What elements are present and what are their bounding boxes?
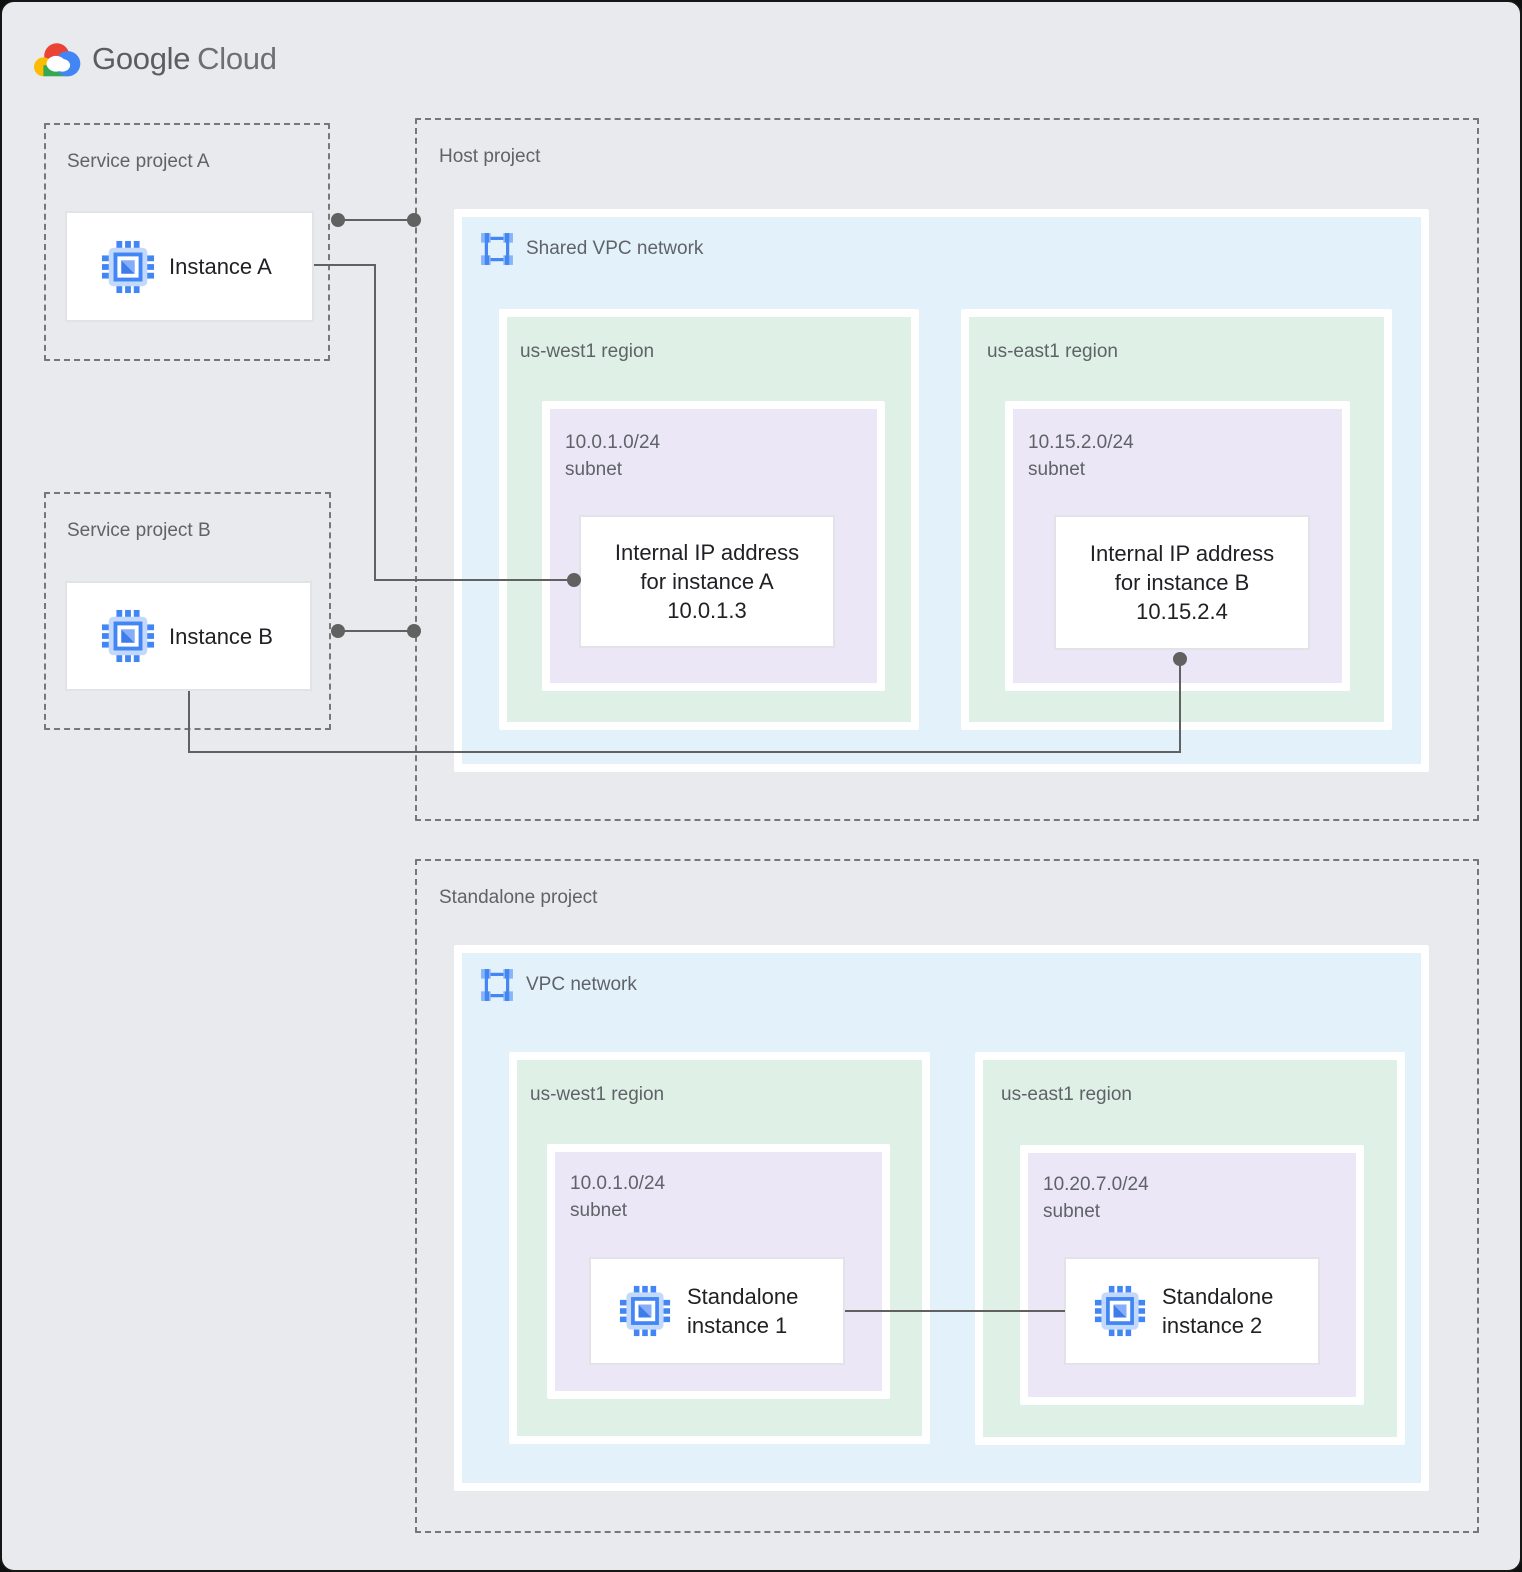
connector-instance-a-seg1 [314, 264, 376, 266]
connector-instance-b-seg1 [188, 691, 190, 753]
ip-card-a-line2: for instance A [640, 569, 774, 594]
standalone-project-title: Standalone project [439, 887, 598, 908]
standalone-region-us-east1-label: us-east1 region [1001, 1084, 1132, 1105]
host-region-us-east1-label: us-east1 region [987, 341, 1118, 362]
connection-dot [407, 213, 421, 227]
subnet-word: subnet [1028, 459, 1086, 480]
shared-vpc-network-header: Shared VPC network [480, 232, 703, 266]
host-subnet-us-east1-label: 10.15.2.0/24 subnet [1028, 429, 1134, 483]
google-cloud-icon [34, 43, 81, 77]
connection-dot [407, 624, 421, 638]
compute-instance-icon [619, 1285, 671, 1337]
connector-instance-b-seg3 [1179, 658, 1181, 753]
standalone-instance-2-label: Standalone instance 2 [1162, 1282, 1273, 1340]
service-project-b-title: Service project B [67, 520, 211, 541]
standalone-instance-2-line2: instance 2 [1162, 1313, 1263, 1338]
subnet-cidr: 10.0.1.0/24 [570, 1173, 666, 1194]
host-region-us-west1-label: us-west1 region [520, 341, 655, 362]
subnet-word: subnet [1043, 1201, 1101, 1222]
ip-card-b-line1: Internal IP address [1089, 541, 1275, 566]
host-project-box: Host project [415, 118, 1479, 821]
standalone-subnet-us-west1-label: 10.0.1.0/24 subnet [570, 1170, 665, 1224]
subnet-cidr: 10.15.2.0/24 [1028, 432, 1134, 453]
host-project-title: Host project [439, 146, 541, 167]
vpc-network-icon [481, 969, 513, 1001]
compute-instance-icon [1094, 1285, 1146, 1337]
service-project-a-title: Service project A [67, 151, 210, 172]
vpc-network-header: VPC network [480, 968, 637, 1002]
service-project-a-box: Service project A [44, 123, 330, 361]
connector-instance-b-seg2 [188, 751, 1181, 753]
instance-a-label: Instance A [169, 254, 272, 279]
vpc-network-icon [481, 233, 513, 265]
standalone-project-box: Standalone project [415, 859, 1479, 1533]
ip-card-a-line3: 10.0.1.3 [667, 598, 747, 623]
subnet-word: subnet [565, 459, 623, 480]
internal-ip-card-a: Internal IP address for instance A 10.0.… [579, 515, 835, 648]
logo-text-cloud: Cloud [197, 41, 277, 76]
connector-service-a-host [338, 219, 415, 221]
subnet-word: subnet [570, 1200, 628, 1221]
internal-ip-card-b: Internal IP address for instance B 10.15… [1054, 515, 1310, 650]
subnet-cidr: 10.0.1.0/24 [565, 432, 661, 453]
connection-dot [331, 624, 345, 638]
standalone-instance-1-line2: instance 1 [687, 1313, 788, 1338]
logo-text-google: Google [92, 41, 191, 76]
standalone-instance-2-card: Standalone instance 2 [1064, 1257, 1320, 1365]
standalone-region-us-west1-label: us-west1 region [530, 1084, 665, 1105]
ip-card-a-line1: Internal IP address [614, 540, 800, 565]
service-project-b-box: Service project B [44, 492, 331, 730]
vpc-network-label: VPC network [526, 974, 637, 995]
shared-vpc-network-label: Shared VPC network [526, 238, 704, 259]
compute-instance-icon [101, 240, 155, 293]
instance-a-card: Instance A [65, 211, 314, 322]
connector-standalone-instances [845, 1310, 1065, 1312]
connection-dot [331, 213, 345, 227]
connector-instance-a-seg3 [374, 579, 574, 581]
standalone-instance-1-line1: Standalone [687, 1284, 799, 1309]
standalone-instance-1-label: Standalone instance 1 [687, 1282, 798, 1340]
ip-card-b-line3: 10.15.2.4 [1136, 599, 1228, 624]
connector-service-b-host [338, 630, 415, 632]
ip-card-b-line2: for instance B [1114, 570, 1250, 595]
standalone-subnet-us-east1-label: 10.20.7.0/24 subnet [1043, 1171, 1149, 1225]
standalone-instance-2-line1: Standalone [1162, 1284, 1274, 1309]
connection-dot [567, 573, 581, 587]
standalone-instance-1-card: Standalone instance 1 [589, 1257, 845, 1365]
instance-b-card: Instance B [65, 581, 312, 691]
instance-b-label: Instance B [169, 623, 273, 649]
connection-dot [1173, 652, 1187, 666]
compute-instance-icon [101, 609, 155, 663]
host-subnet-us-west1-label: 10.0.1.0/24 subnet [565, 429, 660, 483]
subnet-cidr: 10.20.7.0/24 [1043, 1174, 1149, 1195]
connector-instance-a-seg2 [374, 264, 376, 581]
